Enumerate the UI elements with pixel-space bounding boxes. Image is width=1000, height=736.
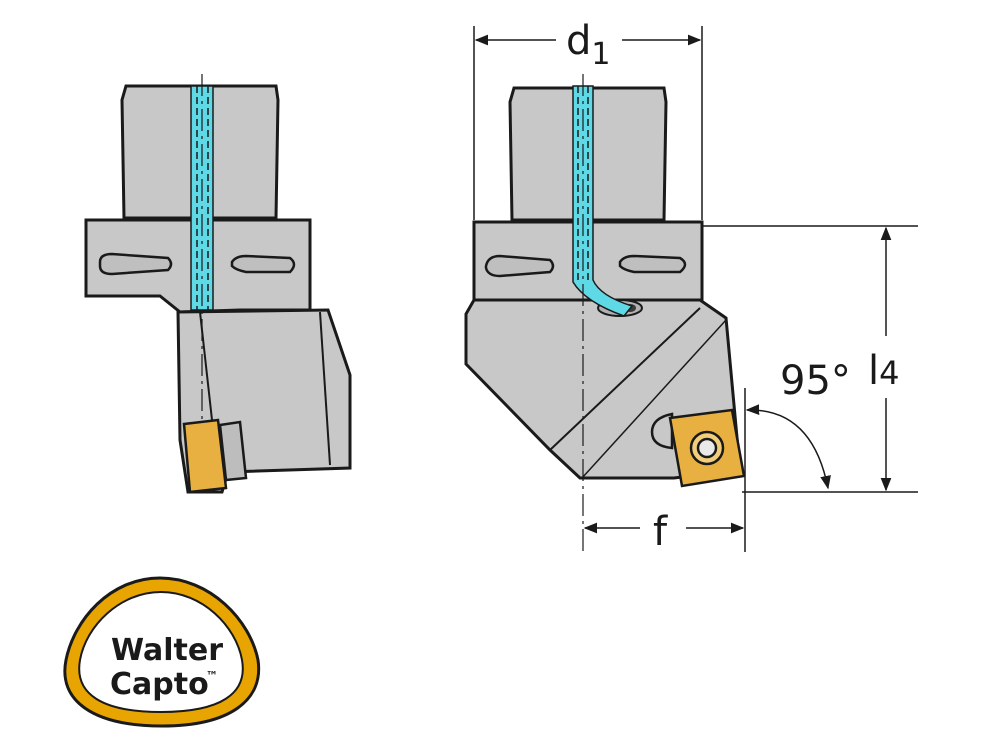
logo-line2: Capto: [110, 667, 209, 702]
side-view-slot-left: [98, 252, 173, 276]
top-view-relief: [650, 412, 674, 450]
d1-label: d1: [566, 18, 610, 72]
top-view-slot-left: [484, 254, 555, 278]
logo-line1: Walter: [111, 633, 223, 668]
f-label: f: [653, 509, 668, 555]
side-view-insert: [182, 418, 228, 494]
angle-arc: [745, 404, 831, 490]
dimension-labels: d1 l4 95° f: [566, 18, 899, 555]
dimension-lines: [473, 26, 918, 552]
side-view: [84, 74, 352, 494]
l4-label: l4: [868, 348, 899, 394]
walter-capto-logo: Walter Capto ™: [63, 576, 261, 728]
top-view-slot-right: [618, 254, 687, 274]
logo-trademark: ™: [206, 669, 218, 683]
side-view-slot-right: [230, 254, 296, 274]
top-view: [464, 74, 746, 552]
logo-inner: [78, 590, 244, 714]
angle-label: 95°: [780, 358, 851, 404]
